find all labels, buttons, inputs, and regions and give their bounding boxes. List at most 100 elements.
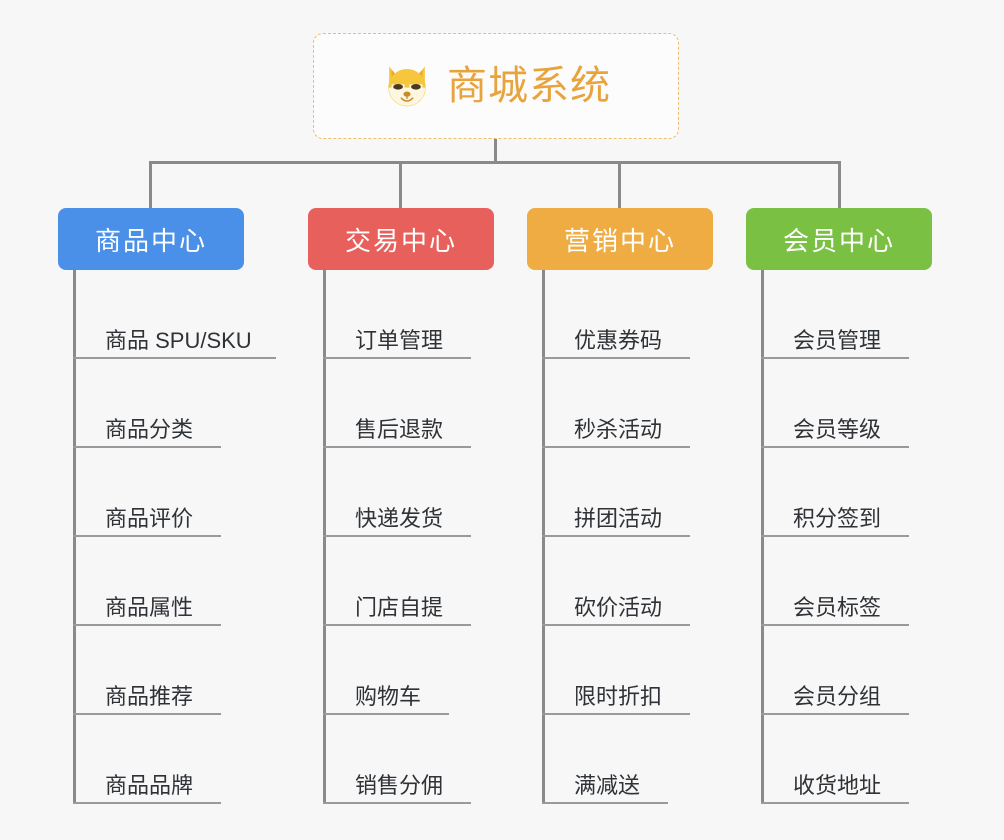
leaf-item[interactable]: 限时折扣: [527, 626, 713, 715]
leaf-item[interactable]: 砍价活动: [527, 537, 713, 626]
leaf-item[interactable]: 会员管理: [746, 270, 932, 359]
leaf-label: 收货地址: [793, 772, 882, 798]
leaf-label: 会员标签: [793, 594, 882, 620]
leaf-item[interactable]: 商品属性: [58, 537, 244, 626]
leaf-rule: [73, 357, 276, 359]
connector-drop-4: [838, 161, 841, 209]
leaf-label: 商品品牌: [105, 772, 194, 798]
leaf-label: 商品分类: [105, 416, 194, 442]
branch-head-label: 商品中心: [94, 225, 207, 256]
leaf-label: 售后退款: [355, 416, 444, 442]
leaf-label: 会员等级: [793, 416, 882, 442]
branch-column-1: 商品中心 商品 SPU/SKU 商品分类 商品评价 商品属性 商品推荐 商品品牌: [58, 208, 276, 804]
leaf-label: 快递发货: [355, 505, 444, 531]
leaf-item[interactable]: 订单管理: [308, 270, 494, 359]
leaf-rule: [542, 624, 690, 626]
leaf-item[interactable]: 收货地址: [746, 715, 932, 804]
leaf-item[interactable]: 商品评价: [58, 448, 244, 537]
leaf-rule: [761, 446, 909, 448]
branch-head-label: 营销中心: [563, 225, 676, 256]
leaf-item[interactable]: 秒杀活动: [527, 359, 713, 448]
shiba-dog-emoji: [381, 60, 433, 112]
leaf-rule: [323, 357, 471, 359]
leaf-label: 销售分佣: [355, 772, 444, 798]
leaf-label: 门店自提: [355, 594, 444, 620]
branch-body-1: 商品 SPU/SKU 商品分类 商品评价 商品属性 商品推荐 商品品牌: [58, 270, 276, 804]
leaf-rule: [542, 357, 690, 359]
leaf-item[interactable]: 商品推荐: [58, 626, 244, 715]
leaf-rule: [323, 446, 471, 448]
root-node-mall-system[interactable]: 商城系统: [313, 33, 679, 139]
leaf-label: 拼团活动: [574, 505, 663, 531]
branch-head-3[interactable]: 营销中心: [527, 208, 713, 270]
root-title: 商城系统: [447, 64, 611, 108]
connector-drop-3: [618, 161, 621, 209]
leaf-rule: [542, 535, 690, 537]
leaf-label: 积分签到: [793, 505, 882, 531]
leaf-item[interactable]: 积分签到: [746, 448, 932, 537]
branch-column-3: 营销中心 优惠券码 秒杀活动 拼团活动 砍价活动 限时折扣 满减送: [527, 208, 713, 804]
branch-body-3: 优惠券码 秒杀活动 拼团活动 砍价活动 限时折扣 满减送: [527, 270, 713, 804]
branch-spine-1: [73, 270, 76, 804]
leaf-item[interactable]: 满减送: [527, 715, 713, 804]
leaf-item[interactable]: 门店自提: [308, 537, 494, 626]
leaf-item[interactable]: 会员标签: [746, 537, 932, 626]
leaf-rule: [323, 624, 471, 626]
leaf-item[interactable]: 拼团活动: [527, 448, 713, 537]
leaf-item[interactable]: 销售分佣: [308, 715, 494, 804]
leaf-label: 商品属性: [105, 594, 194, 620]
connector-bus: [149, 161, 841, 164]
leaf-label: 满减送: [574, 772, 641, 798]
branch-body-4: 会员管理 会员等级 积分签到 会员标签 会员分组 收货地址: [746, 270, 932, 804]
leaf-rule: [542, 446, 690, 448]
branch-column-2: 交易中心 订单管理 售后退款 快递发货 门店自提 购物车 销售分佣: [308, 208, 494, 804]
leaf-label: 优惠券码: [574, 327, 663, 353]
leaf-rule: [542, 802, 668, 804]
leaf-rule: [761, 535, 909, 537]
leaf-item[interactable]: 购物车: [308, 626, 494, 715]
leaf-rule: [323, 713, 449, 715]
leaf-label: 会员分组: [793, 683, 882, 709]
branch-head-label: 会员中心: [782, 225, 895, 256]
leaf-rule: [73, 535, 221, 537]
branch-spine-3: [542, 270, 545, 804]
leaf-item[interactable]: 商品分类: [58, 359, 244, 448]
leaf-label: 砍价活动: [574, 594, 663, 620]
leaf-label: 商品评价: [105, 505, 194, 531]
leaf-label: 会员管理: [793, 327, 882, 353]
leaf-rule: [73, 624, 221, 626]
leaf-rule: [761, 713, 909, 715]
leaf-rule: [323, 535, 471, 537]
leaf-rule: [761, 357, 909, 359]
connector-drop-2: [399, 161, 402, 209]
connector-root-drop: [494, 139, 497, 163]
leaf-label: 秒杀活动: [574, 416, 663, 442]
branch-head-2[interactable]: 交易中心: [308, 208, 494, 270]
branch-body-2: 订单管理 售后退款 快递发货 门店自提 购物车 销售分佣: [308, 270, 494, 804]
leaf-label: 商品 SPU/SKU: [105, 327, 252, 353]
branch-head-label: 交易中心: [344, 225, 457, 256]
leaf-label: 订单管理: [355, 327, 444, 353]
leaf-rule: [73, 713, 221, 715]
leaf-rule: [761, 624, 909, 626]
leaf-label: 限时折扣: [574, 683, 663, 709]
leaf-rule: [542, 713, 690, 715]
leaf-rule: [73, 802, 221, 804]
connector-drop-1: [149, 161, 152, 209]
branch-spine-2: [323, 270, 326, 804]
leaf-label: 购物车: [355, 683, 422, 709]
branch-spine-4: [761, 270, 764, 804]
leaf-item[interactable]: 售后退款: [308, 359, 494, 448]
branch-head-4[interactable]: 会员中心: [746, 208, 932, 270]
leaf-item[interactable]: 会员分组: [746, 626, 932, 715]
leaf-item[interactable]: 商品 SPU/SKU: [58, 270, 276, 359]
branch-column-4: 会员中心 会员管理 会员等级 积分签到 会员标签 会员分组 收货地址: [746, 208, 932, 804]
leaf-item[interactable]: 优惠券码: [527, 270, 713, 359]
branch-head-1[interactable]: 商品中心: [58, 208, 244, 270]
leaf-item[interactable]: 商品品牌: [58, 715, 244, 804]
leaf-rule: [761, 802, 909, 804]
leaf-rule: [73, 446, 221, 448]
leaf-item[interactable]: 快递发货: [308, 448, 494, 537]
leaf-item[interactable]: 会员等级: [746, 359, 932, 448]
